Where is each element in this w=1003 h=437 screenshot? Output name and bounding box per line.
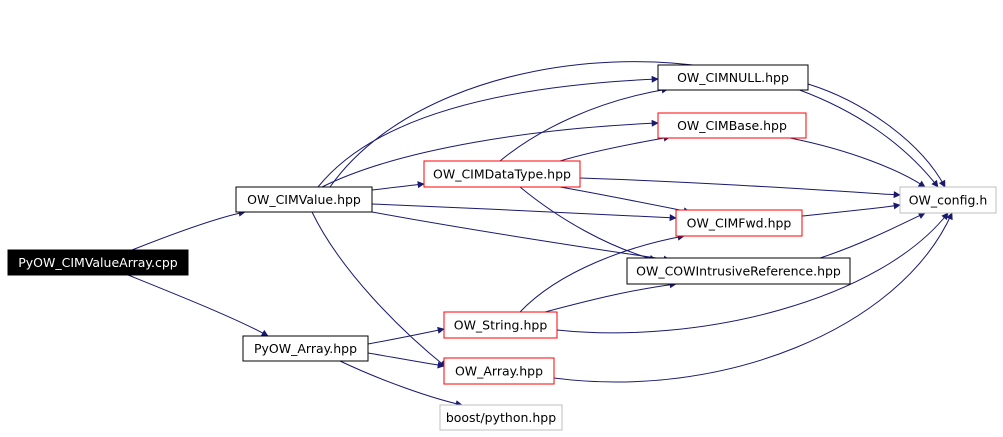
edge-root-to-cimvalue bbox=[131, 209, 246, 251]
edge-cimdatatype-to-cimfwd bbox=[559, 186, 691, 215]
edge-owarray-to-config bbox=[553, 212, 953, 383]
node-cimnull[interactable]: OW_CIMNULL.hpp bbox=[657, 64, 809, 91]
node-label-owarray: OW_Array.hpp bbox=[455, 364, 543, 379]
edge-pyarray-to-string bbox=[367, 326, 445, 345]
edge-string-to-cimfwd bbox=[519, 233, 685, 313]
edge-cimdatatype-to-cowref bbox=[519, 186, 657, 262]
edge-cimvalue-to-config bbox=[329, 61, 939, 188]
node-label-root: PyOW_CIMValueArray.cpp bbox=[18, 255, 178, 270]
node-label-config: OW_config.h bbox=[909, 193, 988, 208]
edge-cimvalue-to-cimfwd bbox=[371, 203, 677, 222]
node-cimfwd[interactable]: OW_CIMFwd.hpp bbox=[675, 209, 803, 237]
node-box-pyarray bbox=[242, 335, 369, 362]
edge-cimdatatype-to-cimnull bbox=[499, 86, 669, 162]
node-pyarray[interactable]: PyOW_Array.hpp bbox=[242, 335, 369, 362]
node-label-boost: boost/python.hpp bbox=[446, 410, 556, 425]
edge-cimvalue-to-cimdatatype bbox=[371, 181, 425, 191]
edge-root-to-pyarray bbox=[127, 274, 269, 337]
node-root[interactable]: PyOW_CIMValueArray.cpp bbox=[7, 249, 189, 276]
node-label-cimfwd: OW_CIMFwd.hpp bbox=[687, 216, 792, 231]
edge-cimvalue-to-cowref bbox=[371, 211, 671, 263]
node-label-cimbase: OW_CIMBase.hpp bbox=[677, 118, 787, 133]
node-box-string bbox=[443, 311, 558, 339]
node-cowref[interactable]: OW_COWIntrusiveReference.hpp bbox=[626, 257, 851, 285]
node-owarray[interactable]: OW_Array.hpp bbox=[443, 357, 555, 385]
node-config[interactable]: OW_config.h bbox=[899, 186, 997, 214]
edge-cimdatatype-to-cimbase bbox=[559, 134, 671, 162]
edge-cimvalue-to-cimbase bbox=[321, 119, 659, 188]
nodes-layer: PyOW_CIMValueArray.cpp OW_CIMValue.hppPyO… bbox=[7, 64, 997, 431]
node-box-cimnull bbox=[657, 64, 809, 91]
node-box-config bbox=[899, 186, 997, 214]
node-cimvalue[interactable]: OW_CIMValue.hpp bbox=[235, 186, 373, 213]
edges-layer bbox=[127, 61, 953, 408]
edge-cimvalue-to-cimnull bbox=[317, 75, 659, 188]
node-label-pyarray: PyOW_Array.hpp bbox=[254, 341, 357, 356]
edge-pyarray-to-owarray bbox=[367, 352, 445, 369]
edge-cimnull-to-config bbox=[807, 83, 946, 188]
node-label-cimdatatype: OW_CIMDataType.hpp bbox=[433, 167, 571, 182]
edge-cowref-to-config bbox=[819, 212, 926, 259]
edge-cimbase-to-config bbox=[789, 137, 926, 188]
node-box-owarray bbox=[443, 357, 555, 385]
edge-string-to-config bbox=[556, 212, 949, 334]
node-cimdatatype[interactable]: OW_CIMDataType.hpp bbox=[423, 160, 581, 188]
edge-pyarray-to-boost bbox=[339, 360, 463, 408]
node-box-root bbox=[7, 249, 189, 276]
node-string[interactable]: OW_String.hpp bbox=[443, 311, 558, 339]
edge-cimdatatype-to-config bbox=[579, 177, 901, 199]
node-cimbase[interactable]: OW_CIMBase.hpp bbox=[657, 112, 807, 139]
node-box-cimvalue bbox=[235, 186, 373, 213]
node-label-cimvalue: OW_CIMValue.hpp bbox=[247, 192, 361, 207]
node-label-cimnull: OW_CIMNULL.hpp bbox=[677, 70, 789, 85]
node-label-string: OW_String.hpp bbox=[454, 318, 548, 333]
node-label-cowref: OW_COWIntrusiveReference.hpp bbox=[636, 264, 841, 279]
node-box-cimbase bbox=[657, 112, 807, 139]
node-box-cimdatatype bbox=[423, 160, 581, 188]
node-box-cowref bbox=[626, 257, 851, 285]
edge-cimfwd-to-config bbox=[801, 202, 901, 217]
edge-string-to-cowref bbox=[544, 281, 677, 313]
node-box-cimfwd bbox=[675, 209, 803, 237]
node-box-boost bbox=[439, 404, 563, 431]
edge-cimvalue-to-owarray bbox=[311, 211, 447, 368]
node-boost[interactable]: boost/python.hpp bbox=[439, 404, 563, 431]
